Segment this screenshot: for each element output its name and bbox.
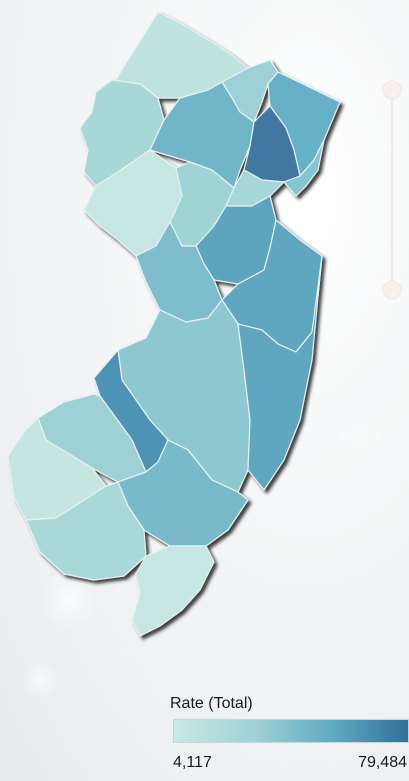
county-cumberland[interactable] [25,481,147,581]
county-hudson[interactable] [283,139,325,197]
legend-min-label: 4,117 [173,754,212,771]
county-salem[interactable] [7,417,107,521]
legend-max-label: 79,484 [358,754,407,771]
legend-color-bar [173,719,409,743]
map-legend: Rate (Total) 4,117 79,484 [170,695,409,781]
county-atlantic[interactable] [117,439,249,547]
county-cape-may[interactable] [131,545,215,637]
county-ocean[interactable] [237,255,323,491]
legend-title: Rate (Total) [170,695,253,712]
